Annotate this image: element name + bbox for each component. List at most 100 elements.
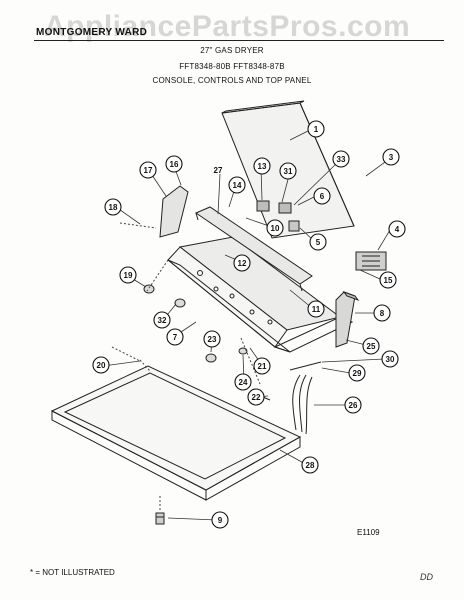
callout-number: 15 xyxy=(384,276,393,285)
callout-number: 28 xyxy=(306,461,315,470)
callout-22: 22 xyxy=(247,388,265,406)
callout-26: 26 xyxy=(344,396,362,414)
callout-circle xyxy=(153,311,171,329)
callout-16: 16 xyxy=(165,155,183,173)
callout-number: 11 xyxy=(312,305,321,314)
watermark: AppliancePartsPros.com xyxy=(44,10,411,43)
callout-number: 18 xyxy=(109,203,118,212)
callout-number: 3 xyxy=(389,153,394,162)
callout-circle xyxy=(139,161,157,179)
callout-11: 11 xyxy=(307,300,325,318)
callout-number: 26 xyxy=(349,401,358,410)
callout-number: 9 xyxy=(218,516,223,525)
callout-circle xyxy=(307,120,325,138)
callout-31: 31 xyxy=(279,162,297,180)
callout-circle xyxy=(247,388,265,406)
callout-circle xyxy=(307,300,325,318)
callout-circle xyxy=(279,162,297,180)
callout-circle xyxy=(203,330,221,348)
callout-number: 17 xyxy=(144,166,153,175)
callout-number: 20 xyxy=(97,361,106,370)
model-numbers: FFT8348-80B FFT8348-87B xyxy=(179,62,285,71)
timer-assembly xyxy=(355,251,387,271)
callout-25: 25 xyxy=(362,337,380,355)
callout-circle xyxy=(388,220,406,238)
console-panel xyxy=(167,236,354,353)
callout-number: 32 xyxy=(158,316,167,325)
callout-3: 3 xyxy=(382,148,400,166)
screw-part xyxy=(155,512,165,525)
callout-number: 1 xyxy=(314,125,319,134)
callout-29: 29 xyxy=(348,364,366,382)
callout-circle xyxy=(228,176,246,194)
callout-circle xyxy=(234,373,252,391)
callout-32: 32 xyxy=(153,311,171,329)
callout-circle xyxy=(253,357,271,375)
callout-number: 24 xyxy=(239,378,248,387)
knobs xyxy=(143,284,248,363)
callout-number: 7 xyxy=(173,333,178,342)
switches xyxy=(256,200,300,232)
callout-circle xyxy=(301,456,319,474)
callout-circle xyxy=(233,254,251,272)
callout-circle xyxy=(266,219,284,237)
callout-number: 14 xyxy=(233,181,242,190)
callout-number: 29 xyxy=(353,369,362,378)
callout-circle xyxy=(165,155,183,173)
callout-28: 28 xyxy=(301,456,319,474)
callout-circle xyxy=(381,350,399,368)
callout-14: 14 xyxy=(228,176,246,194)
callout-30: 30 xyxy=(381,350,399,368)
callout-circle xyxy=(379,271,397,289)
callout-number: 25 xyxy=(367,342,376,351)
callout-number: 21 xyxy=(258,362,267,371)
brand-header: MONTGOMERY WARD xyxy=(36,27,148,38)
callout-number: 10 xyxy=(271,224,280,233)
callout-1: 1 xyxy=(307,120,325,138)
callout-number: 31 xyxy=(284,167,293,176)
callout-circle xyxy=(373,304,391,322)
callout-number: 30 xyxy=(386,355,395,364)
callout-15: 15 xyxy=(379,271,397,289)
callout-number: 13 xyxy=(258,162,267,171)
callout-circle xyxy=(119,266,137,284)
callout-number: 6 xyxy=(320,192,325,201)
callout-4: 4 xyxy=(388,220,406,238)
callout-12: 12 xyxy=(233,254,251,272)
callout-number: 12 xyxy=(238,259,247,268)
callout-7: 7 xyxy=(166,328,184,346)
callout-number: 23 xyxy=(208,335,217,344)
page-mark: DD xyxy=(420,572,433,582)
callout-number: 4 xyxy=(395,225,400,234)
callout-number: 8 xyxy=(380,309,385,318)
callout-8: 8 xyxy=(373,304,391,322)
callout-21: 21 xyxy=(253,357,271,375)
callout-circle xyxy=(332,150,350,168)
right-end-cap xyxy=(335,290,360,348)
callout-circle xyxy=(344,396,362,414)
callout-circle xyxy=(211,511,229,529)
callout-6: 6 xyxy=(313,187,331,205)
callout-20: 20 xyxy=(92,356,110,374)
callout-circle xyxy=(253,157,271,175)
callout-10: 10 xyxy=(266,219,284,237)
main-top xyxy=(50,365,302,501)
callout-circle xyxy=(92,356,110,374)
callout-circle xyxy=(313,187,331,205)
reference-code: E1109 xyxy=(357,528,380,537)
callout-13: 13 xyxy=(253,157,271,175)
callout-33: 33 xyxy=(332,150,350,168)
appliance-title: 27" GAS DRYER xyxy=(200,46,264,55)
callout-23: 23 xyxy=(203,330,221,348)
callout-5: 5 xyxy=(309,233,327,251)
section-title: CONSOLE, CONTROLS AND TOP PANEL xyxy=(152,76,312,85)
callout-19: 19 xyxy=(119,266,137,284)
callout-number: 5 xyxy=(316,238,321,247)
control-bracket xyxy=(194,206,313,292)
callout-circle xyxy=(348,364,366,382)
callout-number: 19 xyxy=(124,271,133,280)
callout-number: 22 xyxy=(252,393,261,402)
